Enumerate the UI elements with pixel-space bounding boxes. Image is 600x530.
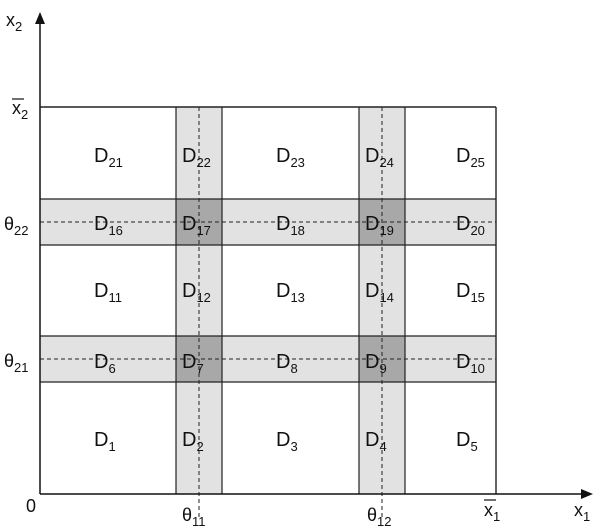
region-labels: D1 D2 D3 D4 D5 D6 D7 D8 D9 D10 D11 D12 D13 D14 D15 D16 D…: [94, 145, 485, 454]
y-bar-label: x2: [12, 98, 28, 122]
region-label-d14: D14: [365, 280, 394, 305]
region-label-d1: D1: [94, 429, 116, 454]
y-axis-label: x2: [6, 10, 22, 34]
region-label-d19: D19: [365, 213, 394, 238]
x-axis-label: x1: [574, 500, 590, 524]
region-label-d20: D20: [456, 213, 485, 238]
region-label-d11: D11: [94, 280, 122, 305]
x-bar-label: x1: [484, 500, 500, 524]
region-label-d17: D17: [182, 213, 211, 238]
theta12-label: θ12: [367, 505, 391, 529]
region-label-d3: D3: [276, 429, 298, 454]
region-label-d8: D8: [276, 351, 298, 376]
origin-label: 0: [26, 496, 36, 516]
region-label-d5: D5: [456, 429, 478, 454]
region-label-d24: D24: [365, 145, 394, 170]
region-label-d10: D10: [456, 351, 485, 376]
theta22-label: θ22: [4, 214, 28, 238]
region-label-d15: D15: [456, 280, 485, 305]
region-label-d16: D16: [94, 213, 123, 238]
region-label-d21: D21: [94, 145, 123, 170]
region-label-d13: D13: [276, 280, 305, 305]
region-label-d4: D4: [365, 429, 387, 454]
region-label-d6: D6: [94, 351, 116, 376]
band-edges: [40, 107, 496, 494]
threshold-lines: [40, 107, 496, 518]
theta11-label: θ11: [182, 505, 206, 529]
x-axis-arrowhead: [581, 489, 593, 499]
region-label-d7: D7: [182, 351, 204, 376]
region-label-d25: D25: [456, 145, 485, 170]
theta21-label: θ21: [4, 351, 28, 375]
region-label-d9: D9: [365, 351, 387, 376]
y-axis-arrowhead: [35, 12, 45, 24]
region-label-d22: D22: [182, 145, 211, 170]
region-label-d12: D12: [182, 280, 211, 305]
region-label-d18: D18: [276, 213, 305, 238]
region-label-d23: D23: [276, 145, 305, 170]
region-label-d2: D2: [182, 429, 204, 454]
